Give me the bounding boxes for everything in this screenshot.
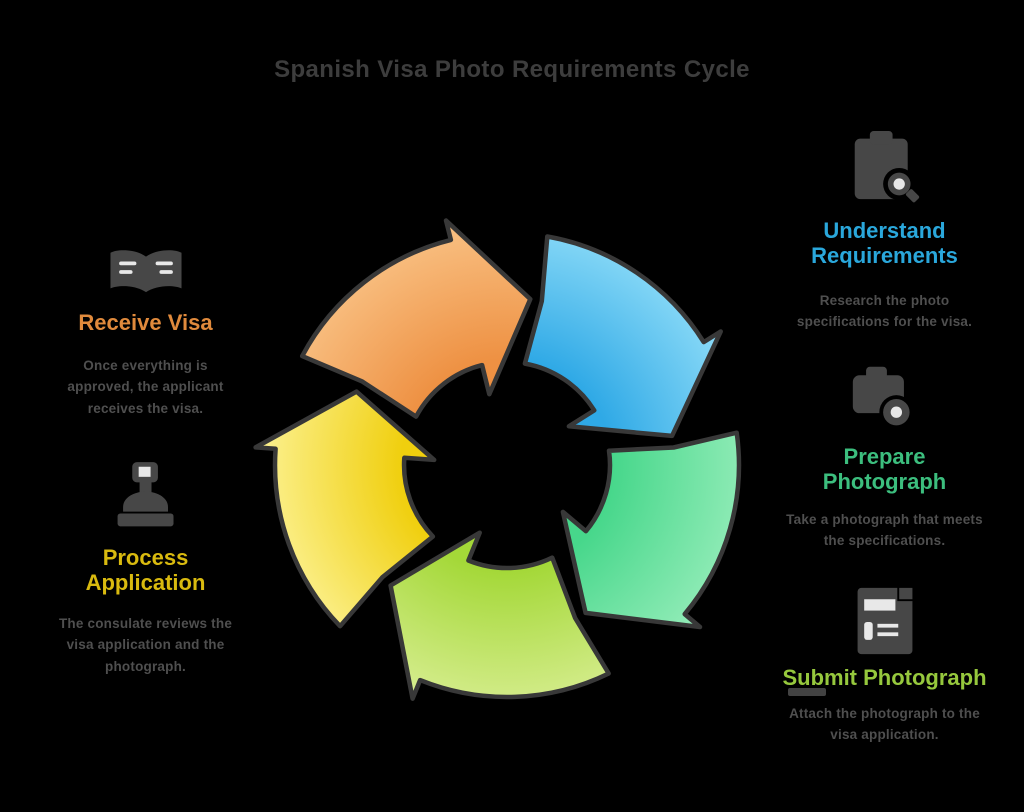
step-submit-photograph: Submit Photograph Attach the photograph … [782,586,987,746]
camera-icon [782,362,987,434]
passport-icon [48,248,243,296]
arrow-segment-orange [299,218,533,419]
step-label: Receive Visa [78,310,213,335]
page-title: Spanish Visa Photo Requirements Cycle [274,56,750,83]
step-description: Take a photograph that meets the specifi… [786,512,983,549]
step-description: Research the photo specifications for th… [796,293,973,330]
step-receive-visa: Receive Visa Once everything is approved… [48,248,243,419]
step-description: The consulate reviews the visa applicati… [58,616,233,674]
stamp-icon [48,460,243,534]
arrow-segment-lime [388,530,611,701]
arrow-segment-yellow [253,389,437,629]
arrow-segment-green [560,430,742,630]
step-prepare-photograph: Prepare Photograph Take a photograph tha… [782,362,987,552]
step-label: Prepare Photograph [822,444,947,495]
arrow-segment-blue [522,234,723,439]
cycle-diagram [253,218,742,701]
dash-mark [788,688,826,696]
step-label: Understand Requirements [811,218,958,269]
step-understand-requirements: Understand Requirements Research the pho… [782,128,987,333]
application-form-icon [782,586,987,656]
step-label: Submit Photograph [782,665,987,690]
step-description: Once everything is approved, the applica… [67,358,224,416]
clipboard-magnifier-icon [782,128,987,206]
step-description: Attach the photograph to the visa applic… [789,706,980,743]
step-process-application: Process Application The consulate review… [48,460,243,677]
step-label: Process Application [85,545,206,596]
